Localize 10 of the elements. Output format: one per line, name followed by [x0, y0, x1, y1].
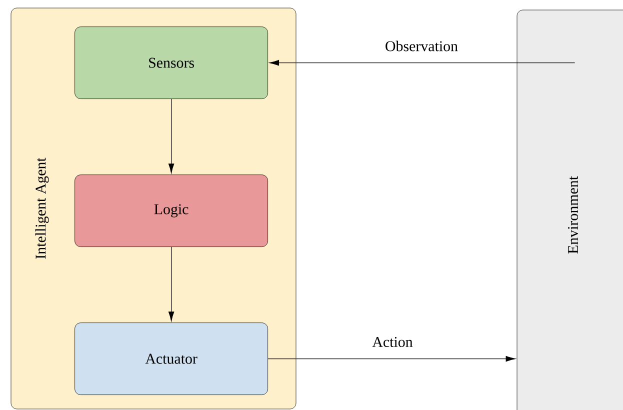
edge-label: Action	[372, 337, 413, 348]
arrow	[268, 356, 516, 362]
arrow	[168, 246, 174, 322]
process-box: Logic	[74, 174, 268, 247]
environment-panel: Environment	[516, 10, 623, 410]
process-box: Sensors	[74, 26, 268, 99]
arrow	[269, 60, 576, 66]
edge-label: Observation	[386, 40, 458, 52]
process-box: Actuator	[74, 322, 268, 395]
arrow	[168, 98, 174, 174]
